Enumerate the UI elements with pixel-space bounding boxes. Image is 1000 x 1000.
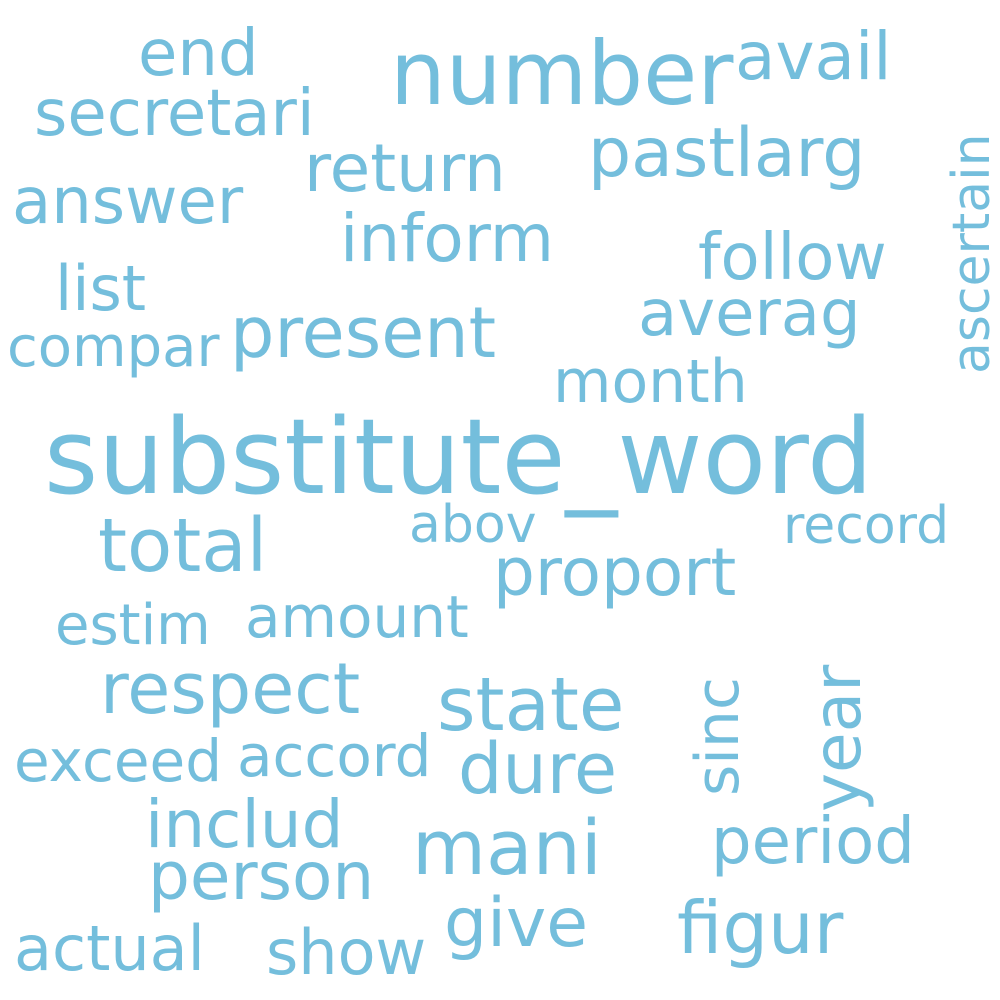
word-exceed: exceed (14, 727, 223, 795)
word-person: person (148, 838, 375, 915)
word-secretari: secretari (34, 77, 315, 151)
word-number: number (390, 22, 734, 125)
word-ascertain: ascertain (942, 133, 1000, 374)
word-figur: figur (677, 886, 844, 970)
word-show: show (266, 916, 427, 989)
word-pastlarg: pastlarg (588, 114, 866, 193)
word-amount: amount (245, 583, 469, 651)
word-sinc: sinc (683, 677, 753, 796)
word-month: month (553, 347, 748, 417)
word-accord: accord (237, 722, 432, 790)
word-estim: estim (55, 593, 211, 658)
word-mani: mani (412, 803, 602, 892)
word-return: return (304, 130, 506, 207)
word-period: period (711, 805, 915, 879)
word-present: present (230, 292, 497, 374)
word-inform: inform (340, 200, 555, 277)
word-record: record (783, 496, 950, 556)
word-avail: avail (735, 18, 892, 95)
word-substitute-word: substitute_word (44, 396, 874, 518)
word-answer: answer (12, 165, 244, 239)
word-includ: includ (145, 786, 344, 863)
word-averag: averag (638, 277, 861, 351)
word-respect: respect (100, 648, 361, 730)
word-dure: dure (458, 728, 618, 810)
word-compar: compar (7, 315, 220, 380)
word-abov: abov (409, 495, 537, 555)
word-end: end (138, 17, 259, 91)
word-state: state (437, 662, 625, 748)
word-year: year (799, 664, 876, 812)
word-follow: follow (698, 221, 887, 295)
word-actual: actual (14, 912, 205, 985)
word-total: total (98, 503, 268, 589)
word-give: give (444, 884, 589, 963)
word-proport: proport (493, 534, 737, 611)
word-list: list (55, 252, 147, 325)
